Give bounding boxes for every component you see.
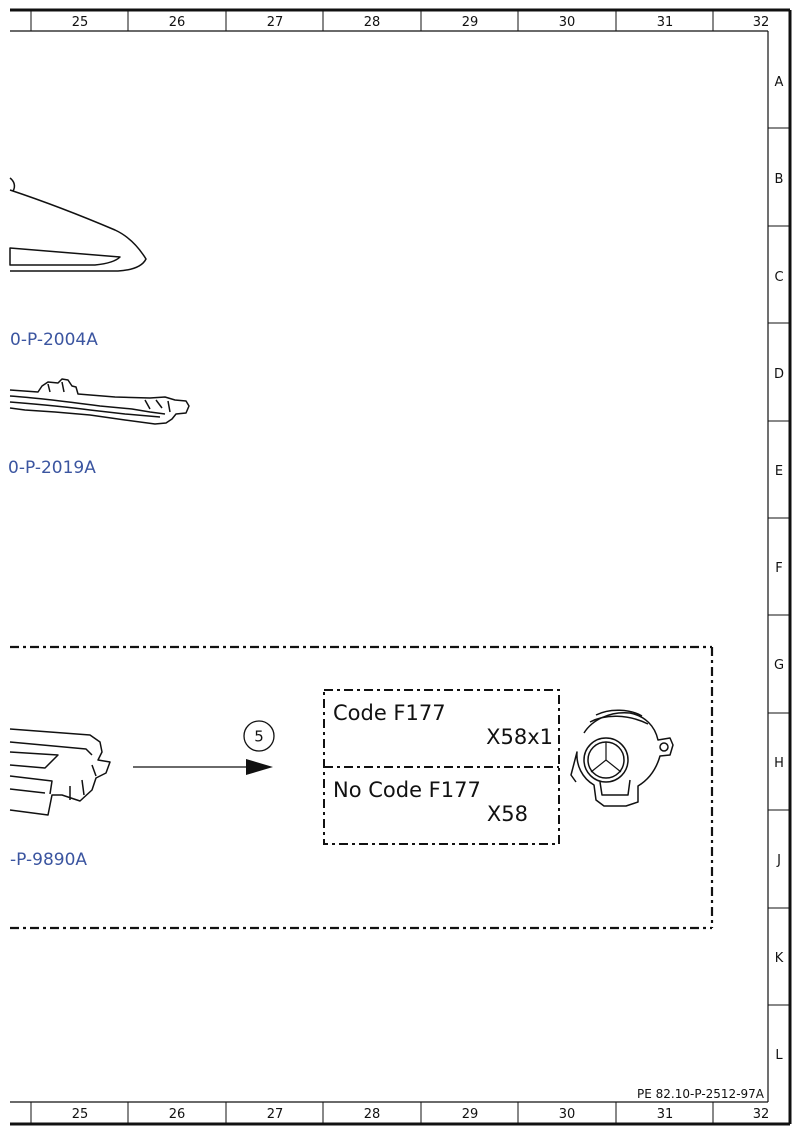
code-label: No Code F177 [333, 778, 481, 802]
row-label: B [775, 172, 784, 187]
connector-label: X58 [487, 802, 528, 826]
row-dividers [768, 127, 790, 1006]
row-label: L [775, 1048, 783, 1063]
trim-panel-illustration [9, 177, 147, 272]
row-label: H [774, 756, 784, 771]
col-label: 27 [267, 15, 284, 30]
col-label: 26 [169, 1107, 186, 1122]
row-label: G [774, 658, 784, 673]
reference-label: 0-P-2004A [10, 330, 98, 350]
row-label: D [774, 367, 784, 382]
connector-label: X58x1 [486, 725, 553, 749]
reference-label: 0-P-2019A [8, 458, 96, 478]
col-label: 29 [462, 15, 479, 30]
col-label: 32 [753, 1107, 770, 1122]
sheet-frame [10, 8, 792, 1126]
column-dividers [30, 10, 714, 1124]
col-label: 25 [72, 15, 89, 30]
row-label: K [775, 951, 784, 966]
detail-boundary [10, 645, 714, 930]
col-label: 27 [267, 1107, 284, 1122]
row-label: E [775, 464, 783, 479]
col-label: 32 [753, 15, 770, 30]
document-id: PE 82.10-P-2512-97A [637, 1087, 765, 1101]
col-label: 28 [364, 15, 381, 30]
trim-strip-illustration [9, 378, 190, 425]
code-label: Code F177 [333, 701, 446, 725]
row-label: J [776, 853, 781, 868]
row-label: F [775, 561, 782, 576]
col-label: 26 [169, 15, 186, 30]
row-label: C [774, 270, 783, 285]
code-variant-box [323, 689, 560, 845]
col-label: 30 [559, 1107, 576, 1122]
column-labels-top: 25 26 27 28 29 30 31 32 [72, 15, 770, 30]
row-labels: A B C D E F G H J K L [774, 75, 784, 1063]
control-unit-illustration [9, 728, 111, 816]
row-label: A [775, 75, 784, 90]
step-number: 5 [254, 728, 264, 746]
col-label: 31 [657, 15, 674, 30]
round-connector-illustration [570, 709, 674, 807]
col-label: 31 [657, 1107, 674, 1122]
step-marker: 5 [243, 720, 275, 752]
direction-arrow [133, 759, 273, 775]
reference-label: -P-9890A [10, 850, 87, 870]
col-label: 28 [364, 1107, 381, 1122]
step-circle [243, 720, 275, 752]
col-label: 30 [559, 15, 576, 30]
column-labels-bottom: 25 26 27 28 29 30 31 32 [72, 1107, 770, 1122]
col-label: 25 [72, 1107, 89, 1122]
col-label: 29 [462, 1107, 479, 1122]
